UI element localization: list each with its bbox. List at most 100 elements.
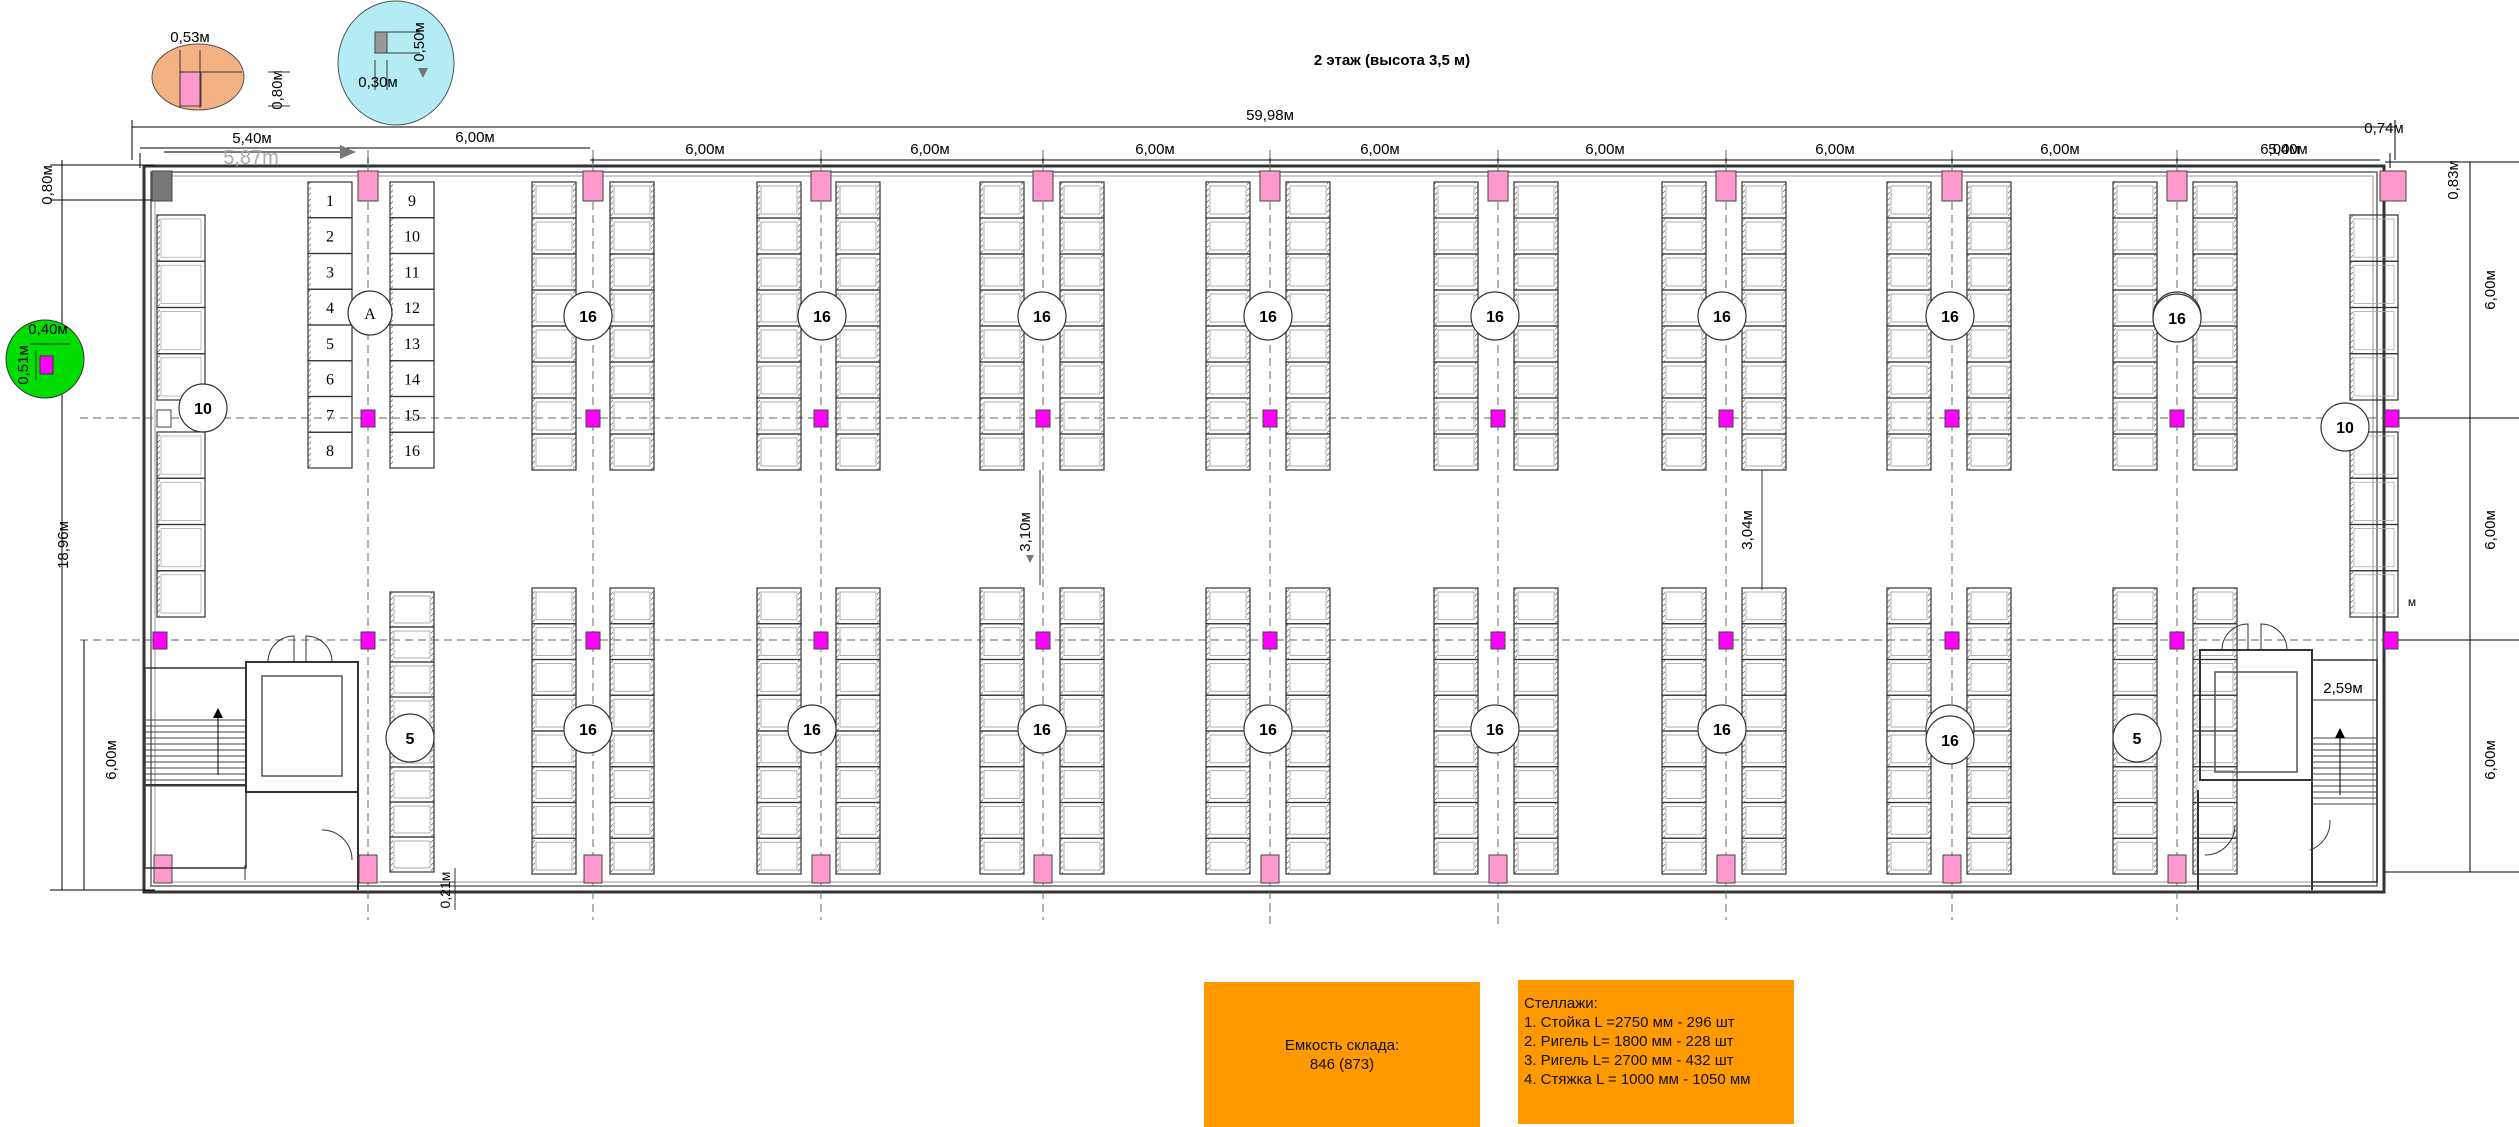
zone-label: 16 [1486, 722, 1504, 739]
zone-label: 16 [803, 722, 821, 739]
bay-dim-label: 6,00м [1585, 141, 1625, 158]
zone-label: 16 [1259, 309, 1277, 326]
zone-circle [563, 704, 613, 754]
column-perimeter [357, 170, 379, 202]
bay-dim-label: 6,00м [1360, 141, 1400, 158]
rack-column-bottom [1741, 587, 1787, 875]
blue-inset-w-label: 0,30м [358, 74, 398, 91]
column-inner [1035, 409, 1051, 428]
column-inner [585, 631, 601, 650]
column-perimeter [583, 854, 603, 884]
column-perimeter [1715, 170, 1737, 202]
side-rack-strip [2349, 431, 2399, 618]
rack-column-bottom [1205, 587, 1251, 875]
right-dim-2-label: 6,00м [2482, 510, 2499, 550]
rack-column-bottom [979, 587, 1025, 875]
column-inner [2169, 409, 2185, 428]
column-perimeter [1716, 854, 1736, 884]
rack-column-top [1966, 181, 2012, 471]
capacity-box: Емкость склада: 846 (873) [1204, 982, 1480, 1127]
zone-circle [2320, 402, 2370, 452]
bottom-dim-label: 0,21м [437, 872, 453, 909]
zone-label: 16 [1033, 722, 1051, 739]
zone-labels: A161616161616161616161616161616161610105… [178, 290, 2370, 765]
rack-column-top [1886, 181, 1932, 471]
zone-circle [385, 713, 435, 763]
rack-column-bottom [1059, 587, 1105, 875]
rack-column-top [979, 181, 1025, 471]
side-racks [156, 214, 2399, 618]
zone-circle [797, 291, 847, 341]
capacity-value: 846 (873) [1309, 1055, 1375, 1073]
racks-spec-title: Стеллажи: [1524, 995, 1598, 1012]
zone-label: 16 [579, 309, 597, 326]
column-inner [2383, 631, 2399, 650]
top-wall-dim-label: 0,80м [39, 165, 56, 205]
green-inset-h-label: 0,51м [15, 345, 32, 385]
zone-label: 16 [1259, 722, 1277, 739]
stair-right: 2,59м м [2197, 595, 2416, 890]
column-inner [360, 409, 376, 428]
aisle-dim-2-label: 3,04м [1739, 510, 1756, 550]
column-inner [1944, 409, 1960, 428]
rack-column-top [1285, 181, 1331, 471]
zone-circle [347, 290, 393, 336]
zone-label: 16 [1713, 722, 1731, 739]
zone-circle [1017, 704, 1067, 754]
rack-column-top [2112, 181, 2158, 471]
racks-spec-item: 4. Стяжка L = 1000 мм - 1050 мм [1524, 1071, 1751, 1088]
rack-number: 14 [404, 372, 420, 389]
zone-circle [1243, 704, 1293, 754]
zone-label: 16 [579, 722, 597, 739]
right-top-dim-label: 0,83м [2445, 160, 2462, 200]
rack-column-top [1741, 181, 1787, 471]
stair-right-dim-label: 2,59м [2323, 680, 2363, 697]
column-perimeter [810, 170, 832, 202]
rack-column-top [1059, 181, 1105, 471]
rack-column-bottom [1285, 587, 1331, 875]
rack-column-bottom [835, 587, 881, 875]
column-inner [156, 409, 172, 428]
first-bay-top-label: 6,00м [455, 129, 495, 146]
bay-dim-label: 6,00м [1815, 141, 1855, 158]
column-perimeter [2167, 854, 2187, 884]
column-inner [360, 631, 376, 650]
right-dim-3-label: 6,00м [2482, 740, 2499, 780]
bay-dim-label: 6,00м [2260, 141, 2300, 158]
blue-inset-h-label: 0,50м [411, 22, 428, 62]
racks-spec-item: 3. Ригель L= 2700 мм - 432 шт [1524, 1052, 1734, 1069]
bottom-dimension: 0,21м [380, 868, 456, 910]
column-perimeter [1033, 854, 1053, 884]
rack-number: 2 [326, 229, 334, 246]
rack-column-top [1205, 181, 1251, 471]
rack-number: 12 [404, 300, 420, 317]
zone-circle [1243, 291, 1293, 341]
column-inner [813, 409, 829, 428]
column-perimeter [1942, 854, 1962, 884]
right-gap-label: 0,74м [2364, 120, 2404, 137]
zone-label: 16 [813, 309, 831, 326]
overall-length-dimension: 59,98м [131, 107, 2396, 160]
green-inset-w-label: 0,40м [28, 321, 68, 338]
column-perimeter [1488, 854, 1508, 884]
zone-circle [2152, 293, 2202, 343]
column-inset-orange: 0,53м 0,80м [151, 29, 290, 111]
column-inner [2169, 631, 2185, 650]
side-rack-strip [156, 431, 206, 618]
building-walls [142, 164, 2386, 894]
overall-length-label: 59,98м [1246, 107, 1294, 124]
rack-column-top [756, 181, 802, 471]
column-perimeter [1260, 854, 1280, 884]
capacity-label: Емкость склада: [1284, 1036, 1400, 1054]
zone-circle [1925, 291, 1975, 341]
rack-number: 16 [404, 443, 420, 460]
zone-label: 10 [194, 401, 212, 418]
rack-column-top [609, 181, 655, 471]
rack-number: 11 [404, 264, 419, 281]
zone-circle [178, 383, 228, 433]
column-perimeter [358, 854, 378, 884]
zone-circle [787, 704, 837, 754]
bay-dim-label: 6,00м [910, 141, 950, 158]
rack-rows [389, 181, 2238, 875]
